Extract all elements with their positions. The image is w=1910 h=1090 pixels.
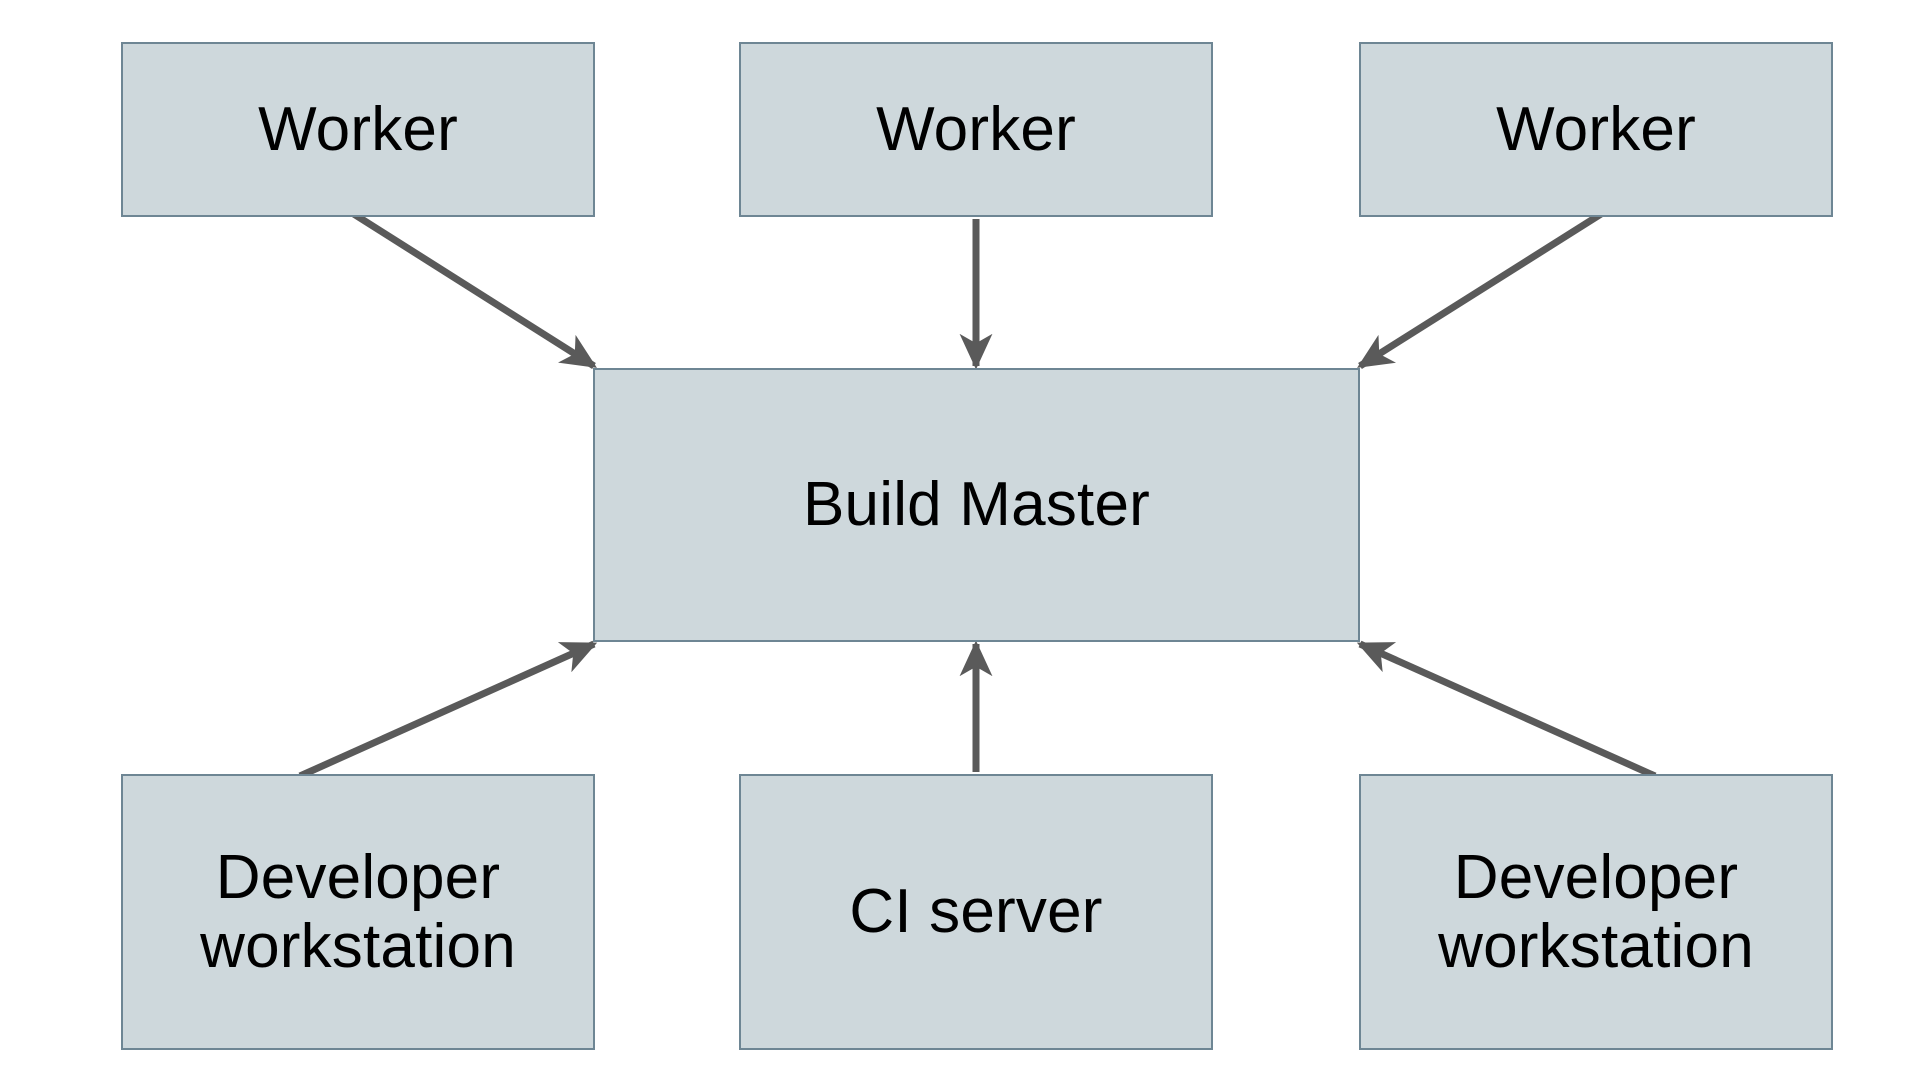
node-developer-workstation-1[interactable]: Developer workstation <box>121 774 595 1050</box>
node-ci-server[interactable]: CI server <box>739 774 1213 1050</box>
node-build-master[interactable]: Build Master <box>593 368 1360 642</box>
node-label: Worker <box>258 94 458 164</box>
node-worker-1[interactable]: Worker <box>121 42 595 217</box>
node-developer-workstation-2[interactable]: Developer workstation <box>1359 774 1833 1050</box>
node-label: Build Master <box>803 470 1150 540</box>
node-label: Worker <box>1496 94 1696 164</box>
node-label: Worker <box>876 94 1076 164</box>
node-worker-2[interactable]: Worker <box>739 42 1213 217</box>
node-worker-3[interactable]: Worker <box>1359 42 1833 217</box>
node-label: CI server <box>849 877 1103 947</box>
edge-dev1-to-master <box>298 640 598 780</box>
edge-dev2-to-master <box>1356 640 1657 780</box>
node-label: Developer workstation <box>200 842 516 981</box>
node-label: Developer workstation <box>1438 842 1754 981</box>
